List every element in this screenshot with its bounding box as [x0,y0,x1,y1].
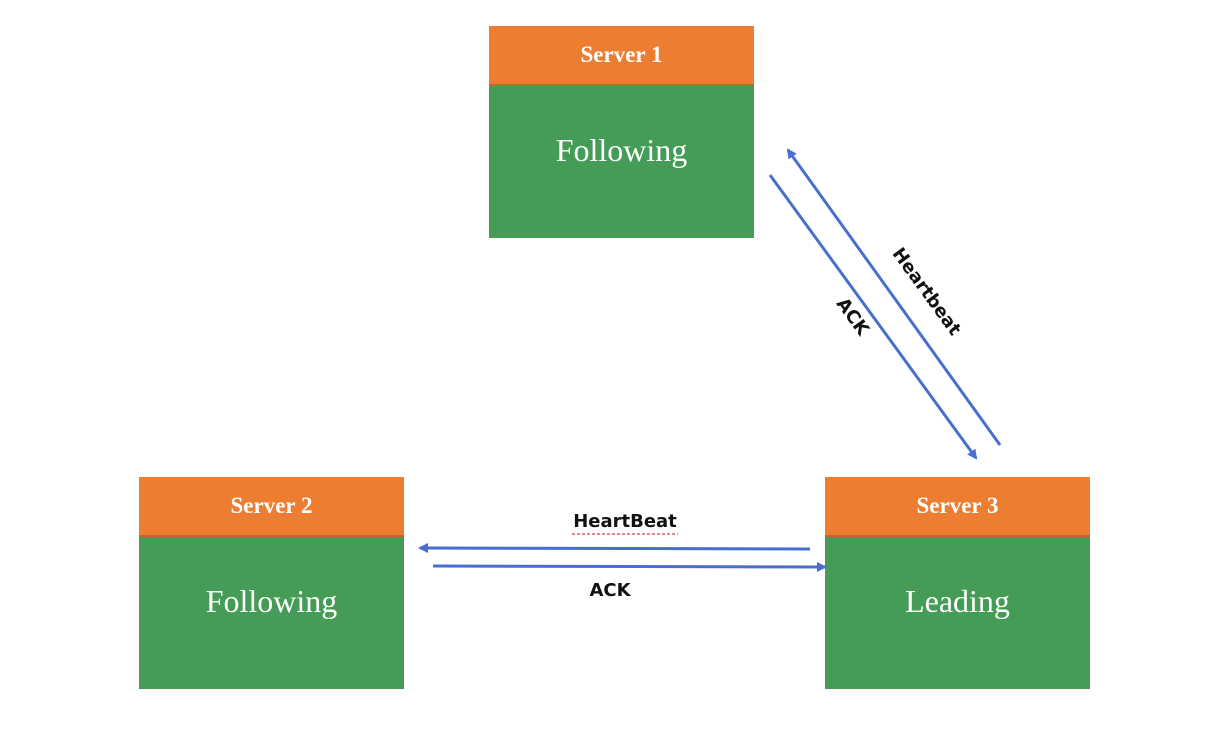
server-1-box: Server 1 Following [489,26,754,238]
ack-label-horizontal: ACK [589,580,631,601]
server-2-state: Following [139,537,404,689]
server-3-name: Server 3 [825,477,1090,537]
server-2-box: Server 2 Following [139,477,404,689]
server-1-state: Following [489,86,754,238]
ack-label-diagonal: ACK [832,294,874,340]
heartbeat-arrow-s3-to-s2 [418,543,811,554]
heartbeat-label-diagonal: Heartbeat [888,244,966,340]
heartbeat-arrow-s3-to-s1 [786,148,1002,446]
server-1-name: Server 1 [489,26,754,86]
ack-arrow-s1-to-s3 [768,174,978,460]
server-3-state: Leading [825,537,1090,689]
heartbeat-label-horizontal: HeartBeat [573,511,677,532]
ack-arrow-s2-to-s3 [432,561,827,572]
server-2-name: Server 2 [139,477,404,537]
server-3-box: Server 3 Leading [825,477,1090,689]
